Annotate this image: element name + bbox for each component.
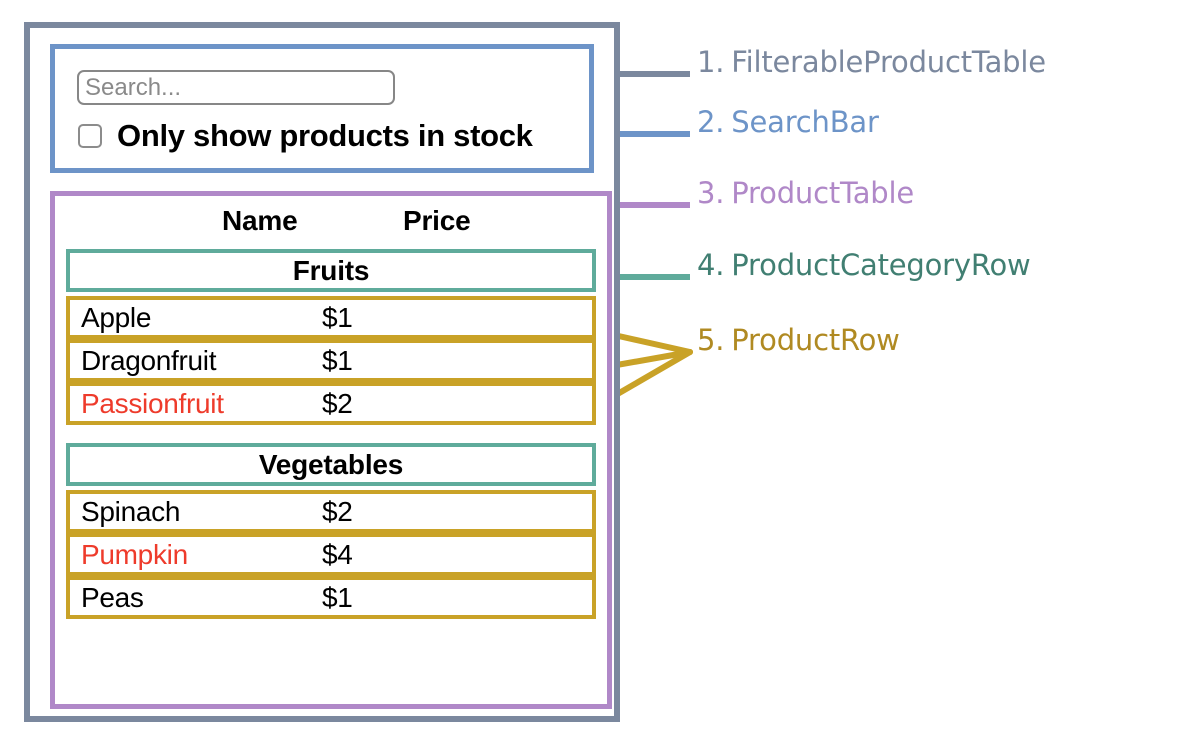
product-row-price: $2 [322,387,353,419]
product-row-name: Passionfruit [81,387,224,419]
callout-label-filterable-product-table: 1.FilterableProductTable [697,48,1046,77]
product-row: Apple $1 [66,296,596,339]
callout-label-product-category-row: 4.ProductCategoryRow [697,251,1031,280]
callout-number: 4. [697,248,725,282]
callout-label-product-row: 5.ProductRow [697,326,900,355]
callout-text: ProductTable [731,176,914,210]
product-row-price: $1 [322,581,353,613]
product-category-row-label: Vegetables [258,448,404,480]
stock-filter-row[interactable]: Only show products in stock [78,120,533,151]
product-category-row: Vegetables [66,443,596,486]
product-row-price: $2 [322,495,353,527]
product-row: Peas $1 [66,576,596,619]
filterable-product-table: Only show products in stock Name Price F… [24,22,620,722]
column-header-price: Price [403,205,471,236]
column-header-name: Name [222,205,298,236]
callout-number: 3. [697,176,725,210]
callout-text: ProductRow [731,323,900,357]
product-row: Dragonfruit $1 [66,339,596,382]
product-row-name: Apple [81,301,152,333]
callout-text: FilterableProductTable [731,45,1046,79]
product-row-name: Spinach [81,495,181,527]
product-category-row: Fruits [66,249,596,292]
callout-label-product-table: 3.ProductTable [697,179,914,208]
only-in-stock-checkbox[interactable] [78,123,102,148]
spacer [66,425,596,443]
product-row-name: Pumpkin [81,538,188,570]
product-row-name: Peas [81,581,144,613]
product-row-price: $1 [322,301,353,333]
callout-text: ProductCategoryRow [731,248,1031,282]
product-category-row-label: Fruits [292,254,370,286]
product-row-price: $4 [322,538,353,570]
callout-label-search-bar: 2.SearchBar [697,108,879,137]
callout-number: 1. [697,45,725,79]
product-row-price: $1 [322,344,353,376]
search-bar: Only show products in stock [50,44,594,173]
product-row: Passionfruit $2 [66,382,596,425]
search-input[interactable] [77,70,395,105]
product-table-header: Name Price [55,207,607,243]
product-row: Pumpkin $4 [66,533,596,576]
callout-number: 2. [697,105,725,139]
callout-text: SearchBar [731,105,879,139]
product-row: Spinach $2 [66,490,596,533]
product-row-name: Dragonfruit [81,344,217,376]
only-in-stock-label: Only show products in stock [117,118,533,153]
product-table-body: Fruits Apple $1 Dragonfruit $1 Passionfr… [66,249,596,619]
product-table: Name Price Fruits Apple $1 Dragonfruit $… [50,191,612,709]
callout-number: 5. [697,323,725,357]
